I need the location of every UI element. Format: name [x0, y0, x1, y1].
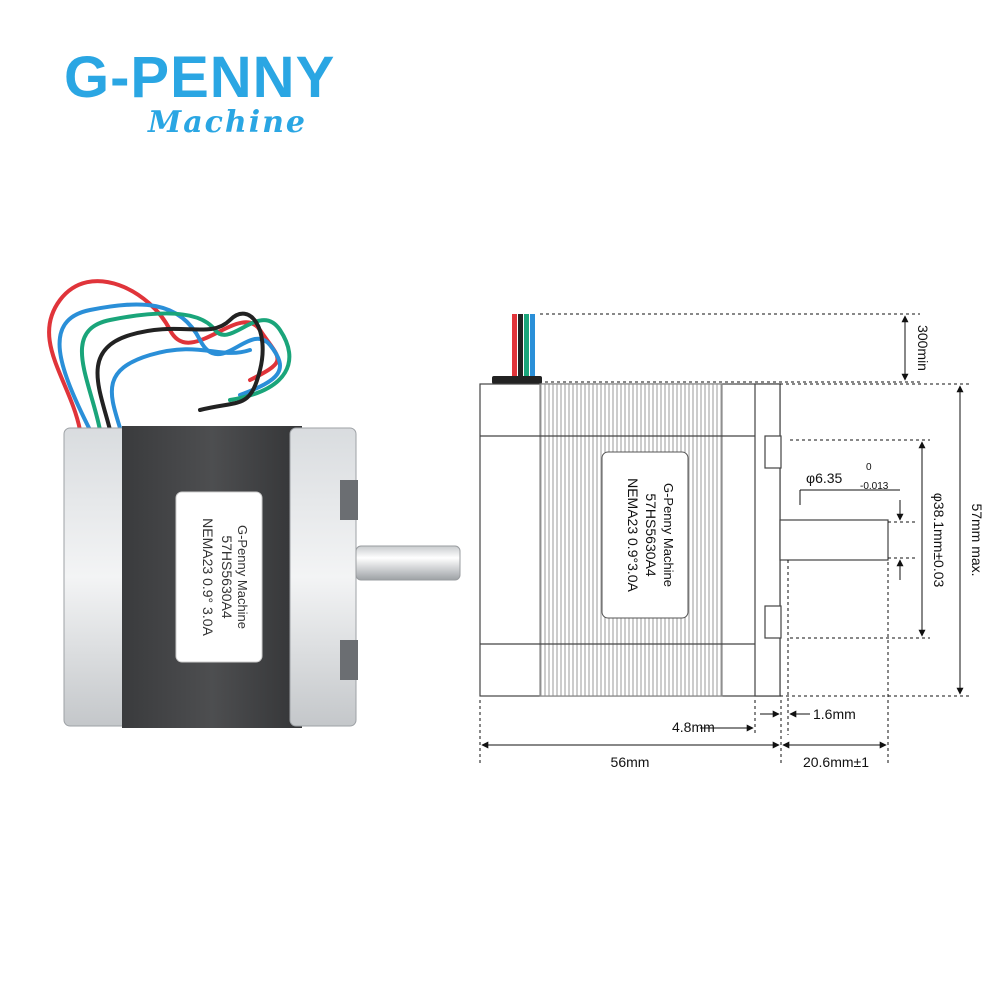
- mount-hole-top: [340, 480, 358, 520]
- drawing-label-line-2: 57HS5630A4: [643, 493, 659, 577]
- drawing-label-line-3: NEMA23 0.9°3.0A: [625, 478, 641, 592]
- dim-pilot-height: 1.6mm: [813, 706, 856, 722]
- motor-photo: G-Penny Machine 57HS5630A4 NEMA23 0.9° 3…: [47, 279, 461, 728]
- dim-shaft-length: 20.6mm±1: [803, 754, 869, 770]
- mount-hole-bottom: [340, 640, 358, 680]
- dim-pilot-diameter: φ38.1mm±0.03: [931, 493, 947, 588]
- dim-flange-thickness: 4.8mm: [672, 719, 715, 735]
- drawing-label: G-Penny Machine 57HS5630A4 NEMA23 0.9°3.…: [601, 451, 689, 619]
- dim-shaft-tol-lower: -0.013: [860, 481, 889, 492]
- dim-lead-length: 300min: [915, 325, 931, 371]
- brand-name: G-PENNY: [64, 45, 336, 110]
- label-line-3: NEMA23 0.9° 3.0A: [200, 518, 216, 636]
- dimension-lines: [479, 313, 970, 765]
- dim-shaft-diameter: φ6.35: [806, 470, 843, 486]
- dim-shaft-tol-upper: 0: [866, 462, 872, 473]
- label-line-2: 57HS5630A4: [219, 535, 235, 619]
- motor-label: G-Penny Machine 57HS5630A4 NEMA23 0.9° 3…: [175, 491, 263, 663]
- dim-body-height: 57mm max.: [969, 503, 985, 576]
- front-flange: [289, 427, 357, 727]
- lead-wires: [47, 279, 292, 432]
- brand-subtitle: Machine: [148, 105, 308, 140]
- dimension-drawing: G-Penny Machine 57HS5630A4 NEMA23 0.9°3.…: [479, 313, 985, 770]
- shaft: [355, 545, 461, 581]
- drawing-label-line-1: G-Penny Machine: [661, 483, 676, 587]
- label-line-1: G-Penny Machine: [235, 525, 250, 629]
- dim-body-length: 56mm: [611, 754, 650, 770]
- drawing-wires: [492, 314, 542, 384]
